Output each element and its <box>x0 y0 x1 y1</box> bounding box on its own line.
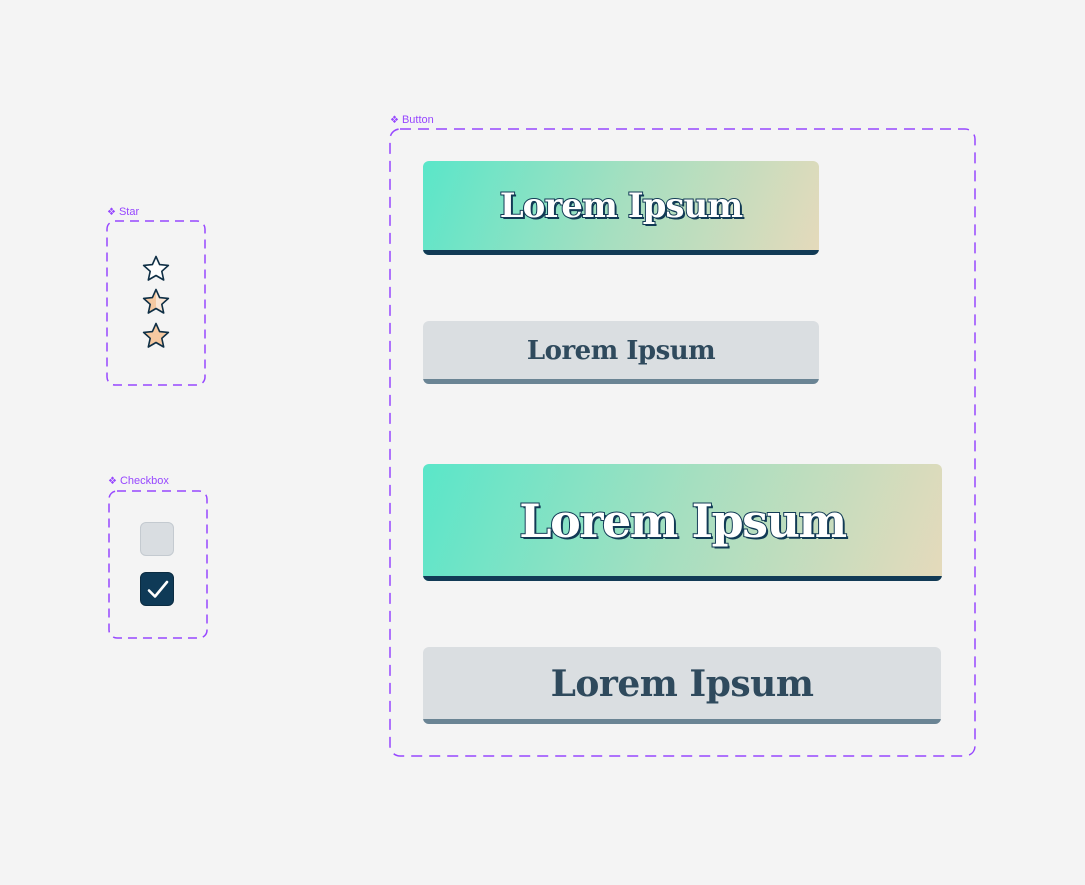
primary-button-large[interactable]: Lorem Ipsum <box>423 464 942 581</box>
star-set-label[interactable]: ❖Star <box>107 206 139 219</box>
checkbox-set-title: Checkbox <box>119 475 169 487</box>
primary-button-large-label: Lorem Ipsum <box>518 493 848 549</box>
star-set-border <box>106 220 206 386</box>
primary-button-small-label: Lorem Ipsum <box>499 185 744 227</box>
primary-button-small[interactable]: Lorem Ipsum <box>423 161 819 255</box>
checkbox-set-border <box>108 490 208 639</box>
star-set-title: Star <box>118 206 140 218</box>
button-component-set[interactable] <box>389 128 976 757</box>
checkbox-component-set[interactable] <box>108 490 208 639</box>
component-set-icon: ❖ <box>107 207 116 218</box>
component-set-icon: ❖ <box>390 115 399 126</box>
checkmark-icon <box>147 580 169 598</box>
star-outline-icon[interactable] <box>141 254 171 284</box>
checkbox-checked[interactable] <box>140 572 174 606</box>
button-set-title: Button <box>401 114 434 126</box>
secondary-button-small[interactable]: Lorem Ipsum <box>423 321 819 384</box>
secondary-button-small-label: Lorem Ipsum <box>526 335 716 366</box>
checkbox-set-label[interactable]: ❖Checkbox <box>108 475 169 488</box>
secondary-button-large-label: Lorem Ipsum <box>550 662 814 705</box>
button-set-border <box>389 128 976 757</box>
star-half-icon[interactable] <box>141 287 171 317</box>
button-set-label[interactable]: ❖Button <box>390 114 434 127</box>
checkbox-unchecked[interactable] <box>140 522 174 556</box>
secondary-button-large[interactable]: Lorem Ipsum <box>423 647 941 724</box>
component-set-icon: ❖ <box>108 476 117 487</box>
star-component-set[interactable] <box>106 220 206 386</box>
star-filled-icon[interactable] <box>141 321 171 351</box>
